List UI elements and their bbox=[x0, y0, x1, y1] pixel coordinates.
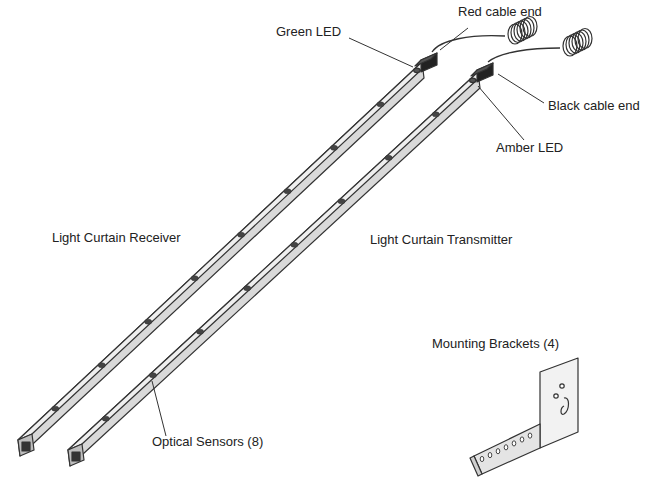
bar-end-opening bbox=[72, 452, 80, 461]
bracket-holes bbox=[480, 433, 532, 462]
bracket-hole bbox=[554, 394, 558, 398]
leader-line bbox=[440, 28, 468, 50]
green-led bbox=[414, 68, 420, 73]
bracket-arm-hole bbox=[480, 456, 484, 461]
light-curtain-bars bbox=[18, 53, 493, 466]
part-label: Red cable end bbox=[458, 4, 542, 19]
optical-sensor bbox=[377, 102, 384, 107]
part-label: Black cable end bbox=[548, 98, 640, 113]
cable-coil-loop bbox=[578, 29, 592, 49]
optical-sensor bbox=[196, 329, 203, 334]
amber-led bbox=[470, 78, 476, 83]
optical-sensor bbox=[385, 155, 392, 160]
cable-end-cap-top bbox=[415, 53, 437, 66]
optical-sensor bbox=[291, 242, 298, 247]
receiver-bar bbox=[18, 53, 437, 456]
optical-sensor bbox=[52, 406, 59, 411]
part-label: Mounting Brackets (4) bbox=[432, 336, 559, 351]
bar-end-face bbox=[68, 444, 84, 466]
optical-sensor bbox=[330, 145, 337, 150]
leader-lines bbox=[152, 28, 544, 436]
bar-top-face bbox=[68, 66, 492, 450]
bracket-slot bbox=[561, 398, 569, 415]
part-label: Light Curtain Receiver bbox=[52, 230, 181, 245]
optical-sensor bbox=[238, 232, 245, 237]
optical-sensor bbox=[149, 373, 156, 378]
bracket-arm-hole bbox=[528, 433, 532, 438]
transmitter-cable bbox=[488, 48, 560, 62]
cable-end-cap-top bbox=[471, 63, 493, 76]
cable-coil-loop bbox=[523, 17, 537, 37]
bracket-hole bbox=[560, 384, 564, 388]
leader-line bbox=[349, 38, 413, 67]
bracket-plate bbox=[540, 358, 578, 448]
leader-line bbox=[152, 381, 166, 436]
transmitter-bar bbox=[68, 63, 493, 466]
optical-sensor bbox=[191, 276, 198, 281]
receiver-cable bbox=[432, 36, 505, 52]
optical-sensor bbox=[244, 286, 251, 291]
cable-coils bbox=[508, 17, 592, 57]
optical-sensor bbox=[284, 189, 291, 194]
bar-end-opening bbox=[22, 442, 30, 451]
bracket-arm-hole bbox=[488, 453, 492, 458]
part-label: Amber LED bbox=[496, 140, 563, 155]
bracket-arm-hole bbox=[512, 441, 516, 446]
bar-top-face bbox=[18, 56, 436, 440]
mounting-bracket bbox=[470, 358, 578, 476]
optical-sensor bbox=[338, 199, 345, 204]
bracket-arm-hole bbox=[496, 449, 500, 454]
optical-sensor bbox=[432, 112, 439, 117]
part-label: Light Curtain Transmitter bbox=[370, 232, 512, 247]
bracket-arm-hole bbox=[504, 445, 508, 450]
leader-line bbox=[478, 86, 524, 140]
optical-sensor bbox=[145, 319, 152, 324]
optical-sensor bbox=[102, 416, 109, 421]
leader-line bbox=[498, 74, 544, 103]
bracket-arm bbox=[474, 424, 540, 474]
part-label: Optical Sensors (8) bbox=[152, 434, 263, 449]
optical-sensor bbox=[98, 363, 105, 368]
cables bbox=[432, 36, 560, 62]
part-label: Green LED bbox=[276, 24, 341, 39]
bar-end-face bbox=[18, 434, 34, 456]
bracket-arm-hole bbox=[520, 437, 524, 442]
